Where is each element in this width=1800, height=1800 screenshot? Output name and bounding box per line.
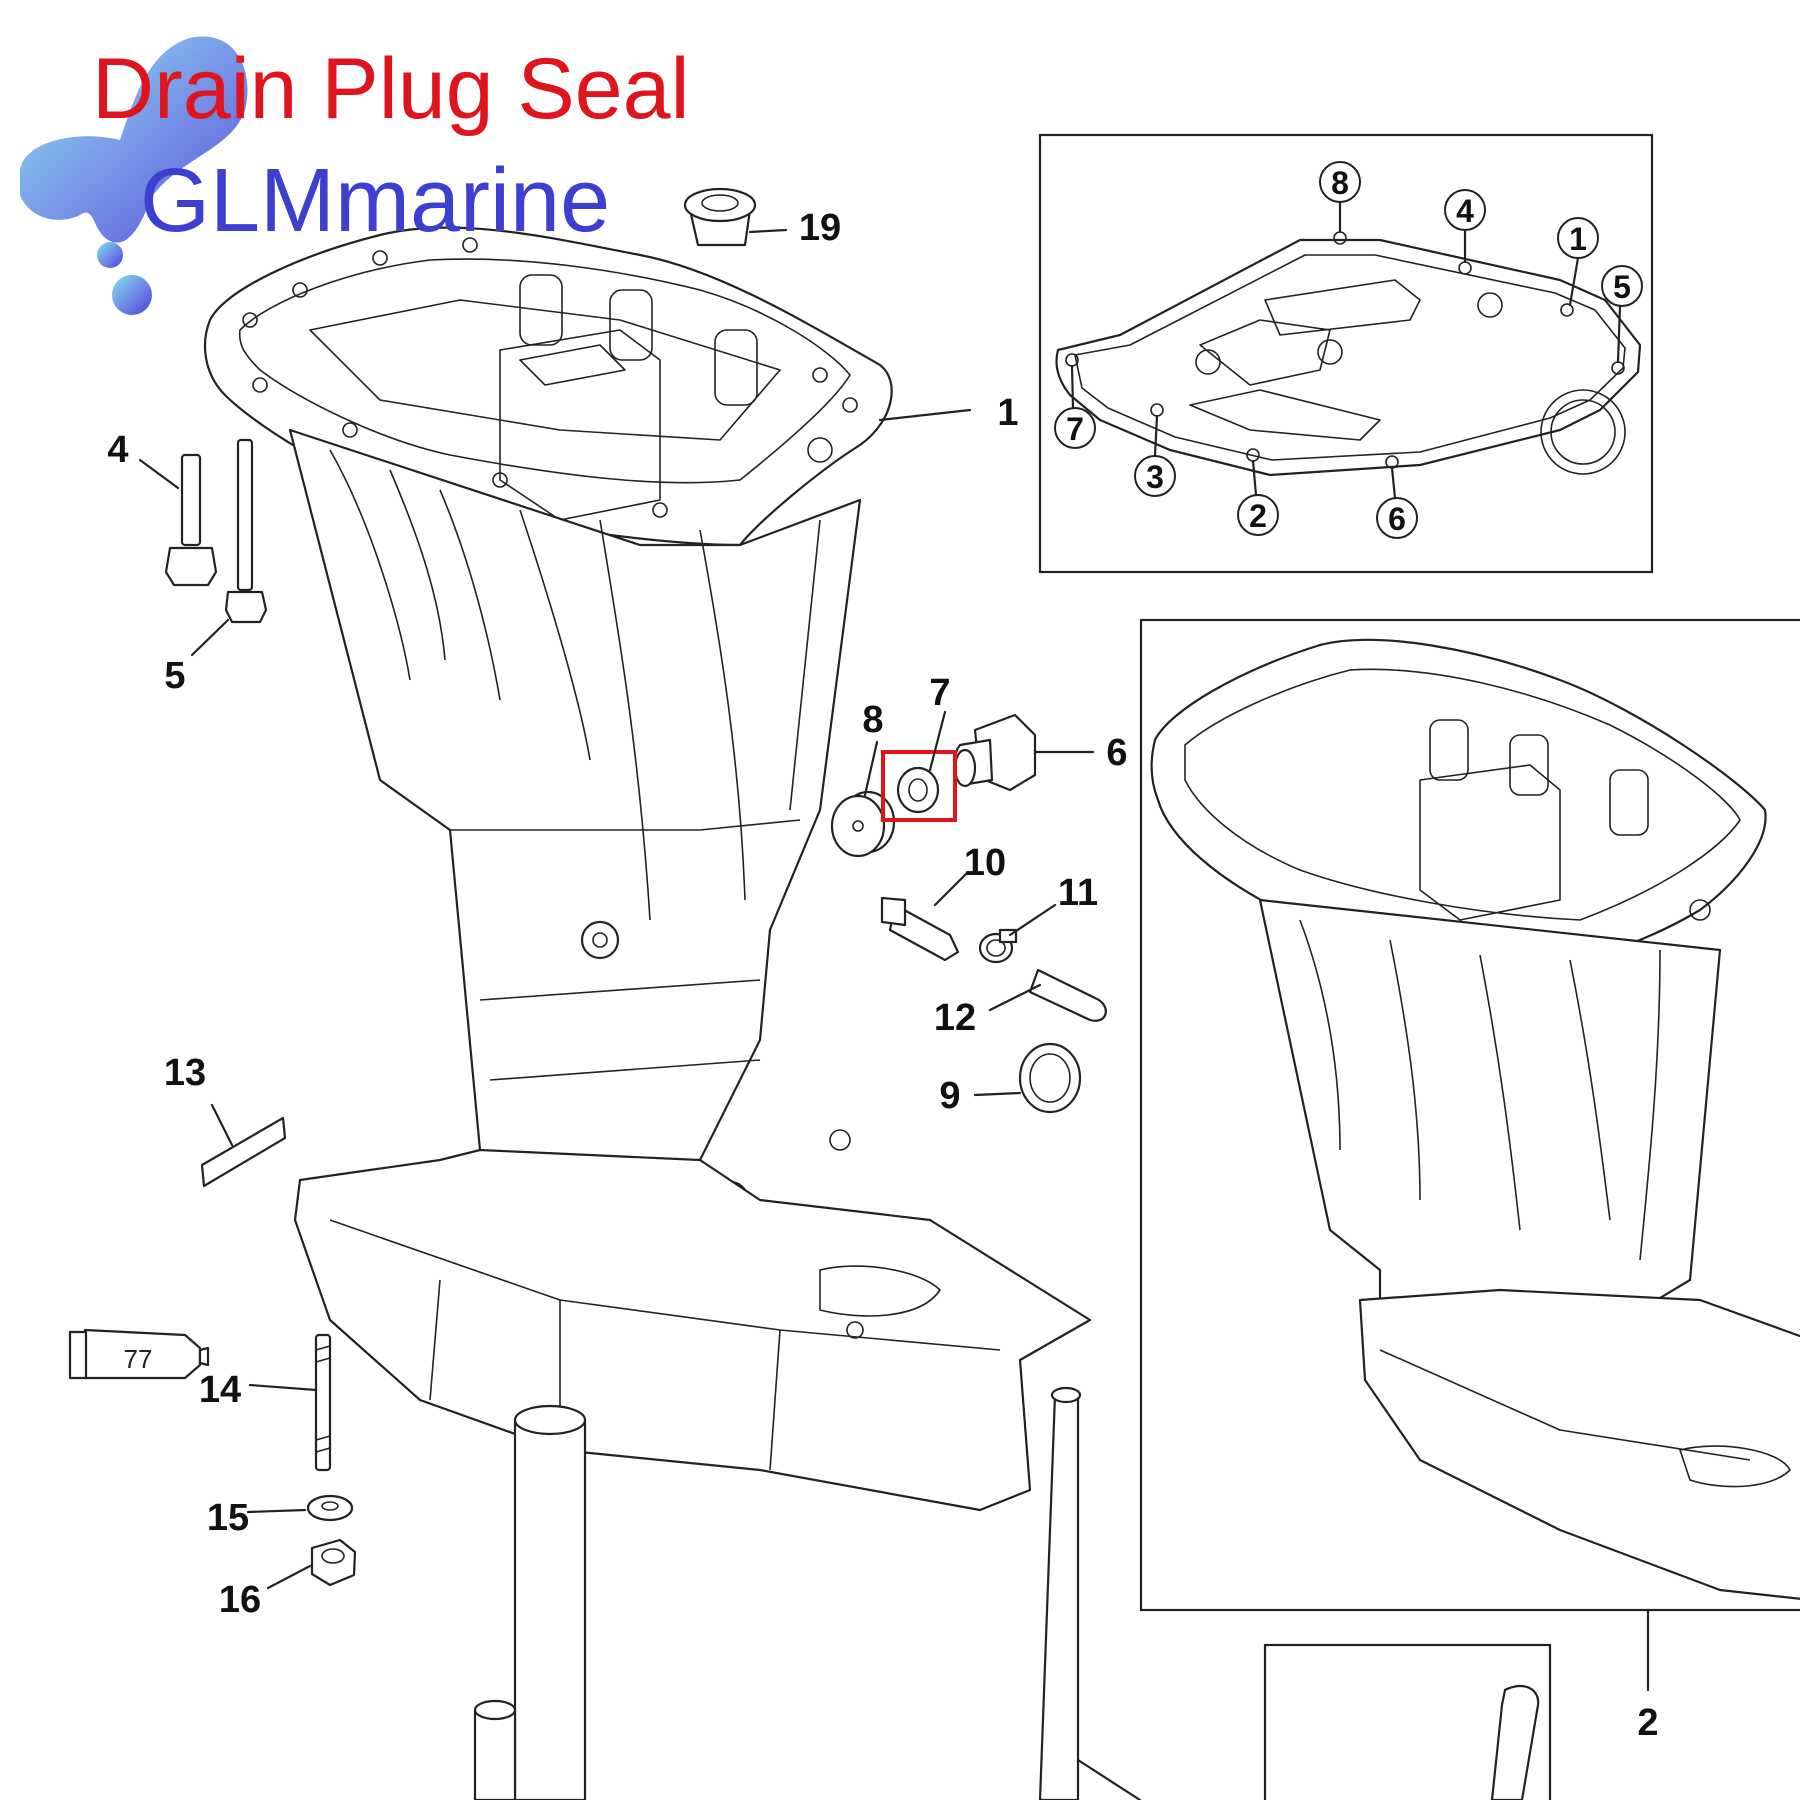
highlight-box — [881, 750, 957, 822]
driveshaft-housing-main — [203, 226, 1092, 1512]
sealant-tube-label: 77 — [124, 1344, 153, 1374]
callout-12: 12 — [934, 997, 976, 1039]
gasket-inset: 8 4 1 5 7 3 2 — [1038, 133, 1654, 574]
gasket-seq-8: 8 — [1319, 161, 1361, 234]
callout-numbers: 1 2 4 5 6 7 8 9 10 11 12 13 14 15 16 19 — [107, 207, 1658, 1744]
svg-text:8: 8 — [1331, 165, 1349, 201]
gasket-seq-6: 6 — [1376, 466, 1418, 539]
grommet — [1018, 1042, 1082, 1114]
nut — [310, 1538, 357, 1587]
water-tubes — [473, 1386, 1142, 1800]
sealant-tube: 77 — [68, 1328, 210, 1380]
callout-5: 5 — [164, 655, 185, 697]
callout-7: 7 — [929, 672, 950, 714]
callout-16: 16 — [219, 1579, 261, 1621]
hose-fitting — [880, 896, 960, 962]
gasket-seq-1: 1 — [1557, 217, 1599, 307]
svg-text:2: 2 — [1249, 498, 1267, 534]
svg-text:1: 1 — [1569, 221, 1587, 257]
callout-1: 1 — [997, 392, 1018, 434]
page-title: Drain Plug Seal — [92, 41, 690, 137]
pin — [1028, 968, 1107, 1022]
callout-13: 13 — [164, 1052, 206, 1094]
callout-11: 11 — [1058, 872, 1098, 914]
flat-washer — [306, 1494, 354, 1522]
brand-name: GLMmarine — [140, 151, 611, 251]
callout-19: 19 — [799, 207, 841, 249]
bolt-short — [164, 453, 218, 587]
callout-9: 9 — [939, 1075, 960, 1117]
svg-text:3: 3 — [1146, 459, 1164, 495]
callout-8: 8 — [862, 699, 883, 741]
svg-text:6: 6 — [1388, 501, 1406, 537]
callout-15: 15 — [207, 1497, 249, 1539]
callout-10: 10 — [964, 842, 1006, 884]
logo-splash — [20, 36, 248, 315]
drain-plug-seal — [896, 766, 940, 814]
callout-2: 2 — [1637, 1702, 1658, 1744]
gasket-seq-3: 3 — [1134, 414, 1176, 497]
callout-6: 6 — [1106, 732, 1127, 774]
bushing — [683, 187, 757, 247]
gasket-seq-4: 4 — [1444, 189, 1486, 264]
callout-4: 4 — [107, 429, 128, 471]
partial-inset-tube — [1490, 1684, 1540, 1800]
callout-14: 14 — [199, 1369, 241, 1411]
svg-text:5: 5 — [1613, 269, 1631, 305]
leader-lines — [138, 228, 1650, 1692]
gasket-seq-7: 7 — [1054, 364, 1096, 449]
shim-plate — [200, 1116, 287, 1188]
svg-text:7: 7 — [1066, 411, 1084, 447]
gasket-seq-5: 5 — [1601, 265, 1643, 364]
svg-text:4: 4 — [1456, 193, 1474, 229]
housing-variant-inset — [1139, 618, 1800, 1612]
gasket-seq-2: 2 — [1237, 459, 1279, 536]
bolt-long — [224, 438, 268, 624]
stud — [314, 1333, 332, 1472]
drain-plug — [953, 713, 1037, 792]
